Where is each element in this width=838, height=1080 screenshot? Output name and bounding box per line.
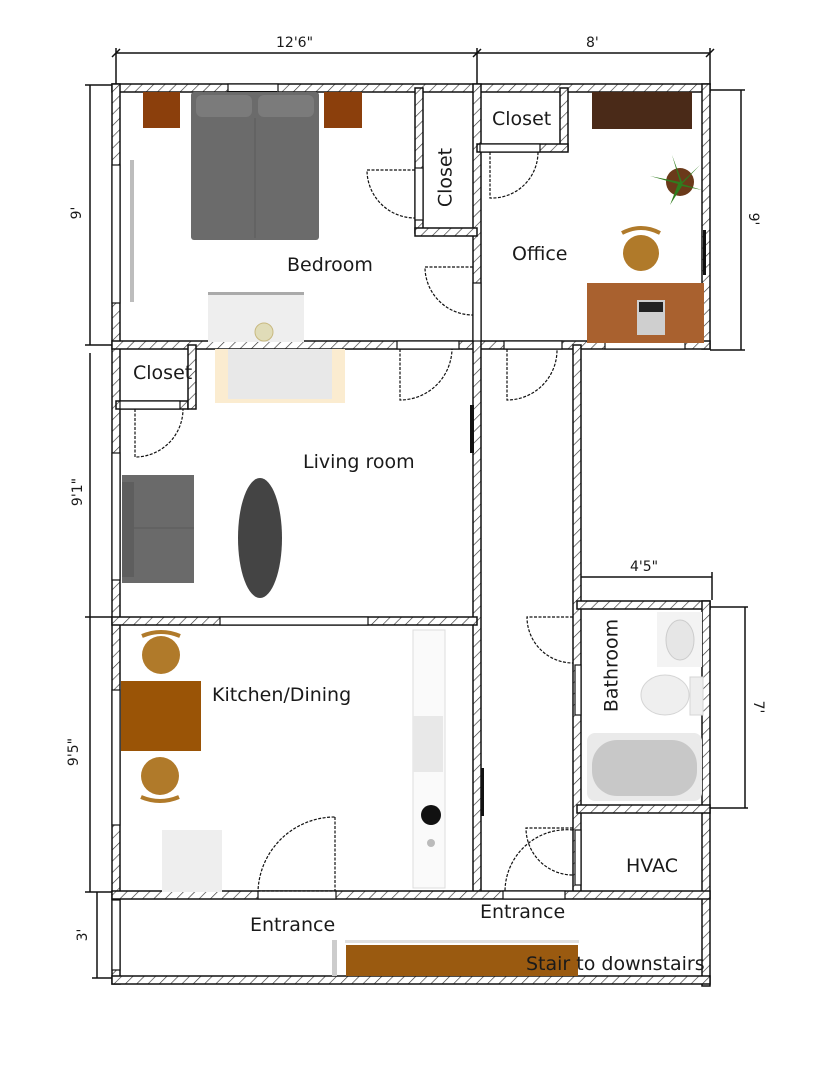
bathroom-fixtures: [587, 612, 704, 801]
dimension-lines: [85, 48, 748, 979]
coffee-table: [238, 478, 282, 598]
door-swings: [134, 151, 574, 892]
dimension-top-left: 12'6": [276, 35, 314, 51]
stove-burner: [421, 805, 441, 825]
room-label-hvac: HVAC: [626, 855, 678, 877]
room-label-office-closet: Closet: [492, 108, 552, 130]
dimension-top-right: 8': [586, 35, 599, 51]
bookshelf: [592, 92, 692, 129]
dimension-right-office: 9': [745, 212, 761, 226]
office-furniture: [587, 92, 706, 343]
room-label-living-closet: Closet: [133, 362, 193, 384]
living-furniture: [122, 349, 474, 598]
toilet: [640, 674, 690, 716]
dimension-left-bedroom: 9': [69, 206, 85, 220]
dimension-right-bathroom: 7': [750, 700, 766, 714]
dimension-left-entrance: 3': [75, 928, 91, 942]
room-label-kitchen: Kitchen/Dining: [212, 684, 352, 706]
kitchen-furniture: [121, 629, 484, 892]
stair-to-downstairs: [346, 945, 578, 976]
dining-chair-top: [142, 636, 180, 674]
room-label-bathroom: Bathroom: [600, 618, 623, 713]
dimension-bathroom-width: 4'5": [630, 559, 659, 575]
openings: [111, 83, 686, 971]
room-label-bedroom: Bedroom: [287, 254, 373, 276]
nightstand-right: [324, 92, 362, 128]
bedroom-furniture: [130, 91, 362, 342]
fridge: [162, 830, 222, 892]
room-label-stair: Stair to downstairs: [526, 953, 705, 975]
stair: [332, 940, 579, 976]
room-label-entrance-right: Entrance: [480, 901, 566, 923]
dining-table: [121, 681, 201, 751]
room-label-living-room: Living room: [303, 451, 415, 473]
dimension-left-kitchen: 9'5": [66, 737, 82, 767]
dining-chair-bottom: [141, 757, 179, 795]
room-label-bedroom-closet: Closet: [434, 147, 457, 208]
office-chair: [623, 235, 659, 271]
clothes-rack: [130, 160, 134, 302]
room-label-entrance-left: Entrance: [250, 914, 336, 936]
plant: [650, 155, 702, 205]
room-label-office: Office: [512, 243, 568, 265]
nightstand-left: [143, 92, 180, 128]
dimension-left-living: 9'1": [70, 477, 86, 507]
